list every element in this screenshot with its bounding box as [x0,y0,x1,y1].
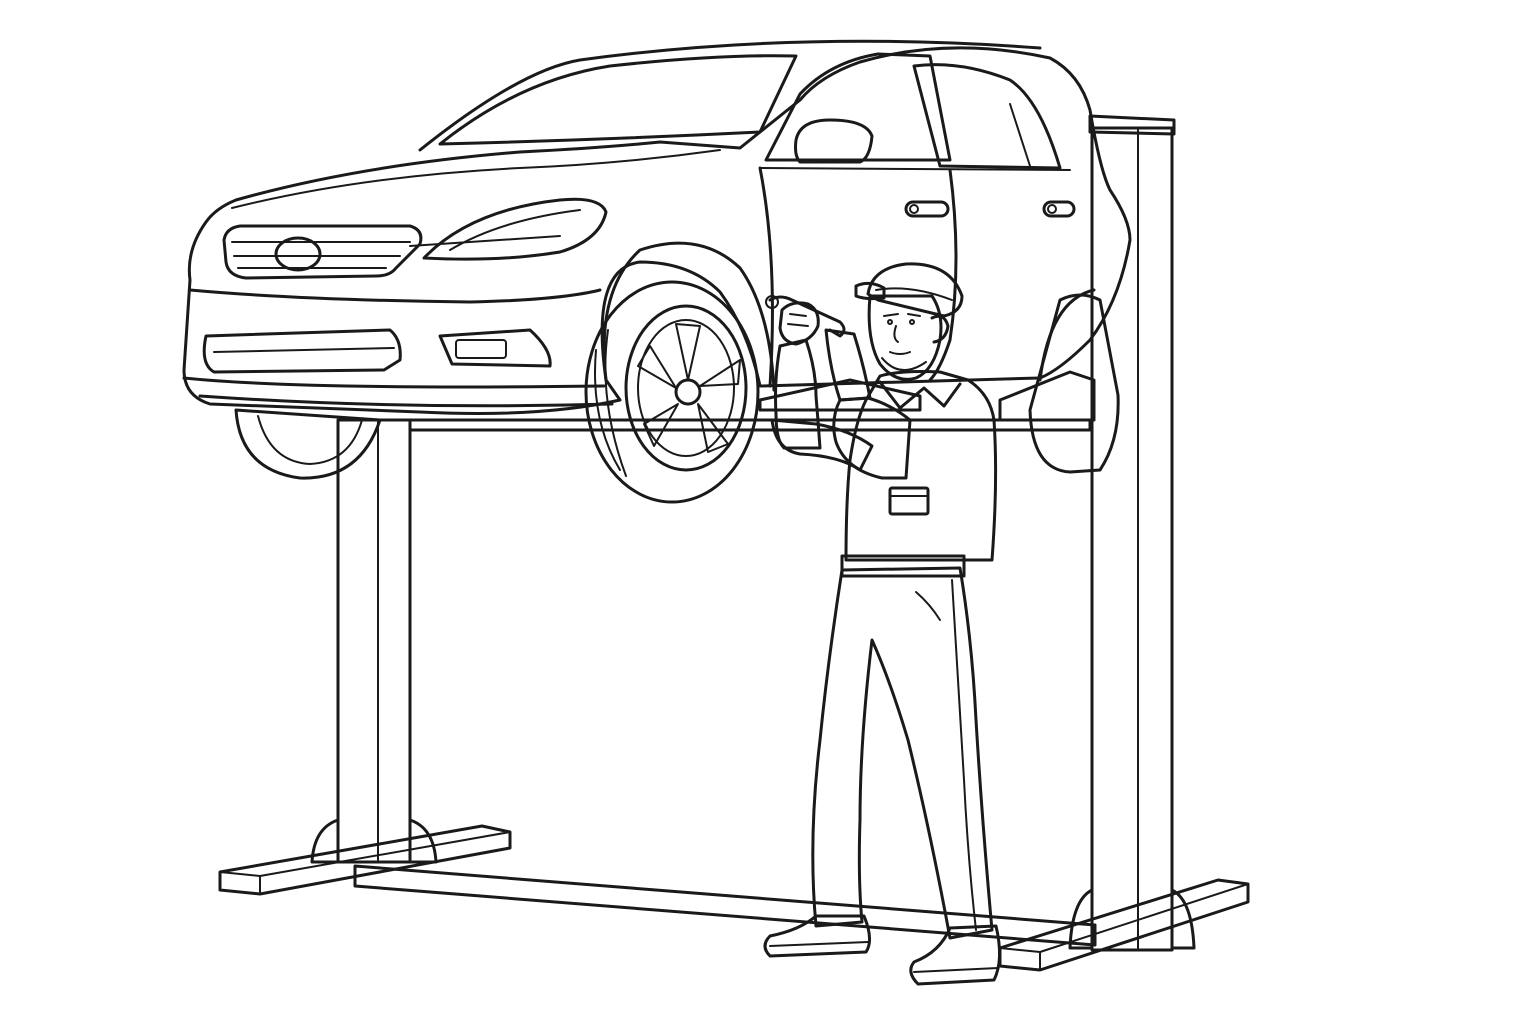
mechanic-trousers [811,566,994,940]
wrench-icon [765,295,846,338]
mechanic-shoe-left [763,914,871,958]
headlight [422,197,608,261]
front-wheel-far [234,408,382,480]
mechanic-arm-right [824,328,872,402]
car-body [182,46,1132,415]
front-wheel-near [584,280,760,504]
lift-base [218,824,1250,972]
mechanic-shoe-right [909,924,1001,986]
fog-light [438,328,552,368]
chest-pocket [888,486,930,516]
lift-post-left [310,418,438,864]
lift-post-right [1068,114,1196,952]
mechanic-head [867,294,950,381]
side-mirror [794,118,874,164]
mechanic-arm-left [774,338,822,450]
brand-emblem [274,236,322,272]
lower-intake [202,328,402,374]
mechanic-cap [854,262,964,318]
front-grille [222,224,423,280]
mechanic [763,262,1001,986]
door-handle-front [904,200,950,218]
car [182,39,1132,504]
mechanic-shirt [844,370,998,562]
door-handle-rear [1042,200,1076,218]
mechanic-hands [778,301,820,346]
